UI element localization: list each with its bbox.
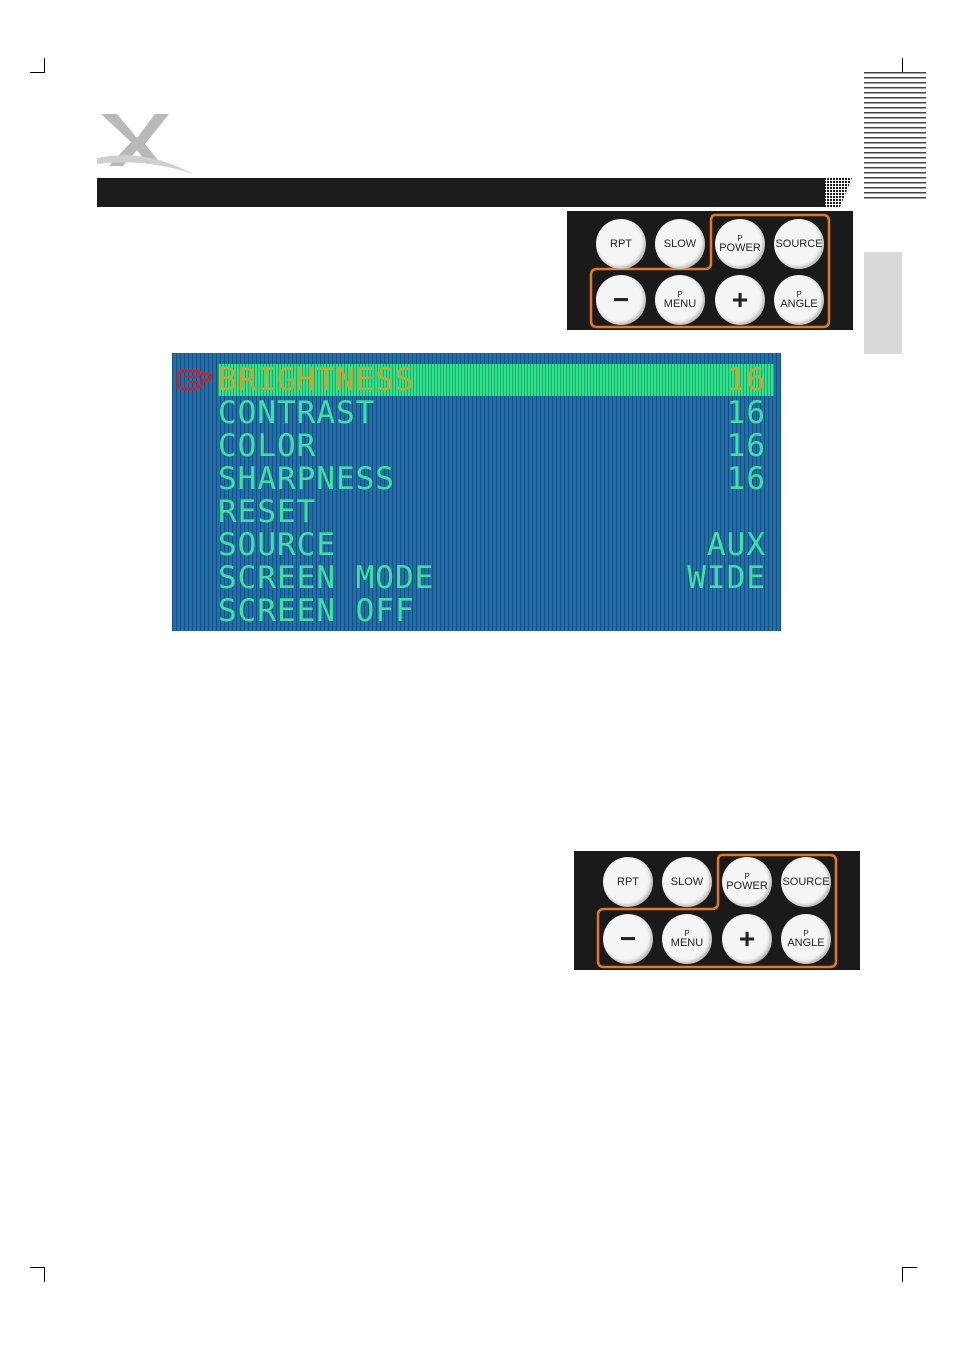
section-header-bar: [97, 178, 825, 207]
osd-menu-screen: BRIGHTNESS 16 CONTRAST 16 COLOR 16 SHARP…: [172, 353, 781, 631]
source-button[interactable]: SOURCE: [781, 857, 831, 907]
plus-button[interactable]: +: [722, 914, 772, 964]
osd-item-screen-off[interactable]: SCREEN OFF: [218, 595, 774, 627]
brand-logo: [95, 108, 195, 180]
plus-button[interactable]: +: [715, 275, 765, 325]
crop-mark-top-left: [30, 58, 45, 73]
minus-button[interactable]: −: [596, 275, 646, 325]
osd-item-screen-mode[interactable]: SCREEN MODE WIDE: [218, 562, 774, 594]
osd-item-sharpness[interactable]: SHARPNESS 16: [218, 463, 774, 495]
osd-item-reset[interactable]: RESET: [218, 496, 774, 528]
slow-button[interactable]: SLOW: [655, 219, 705, 269]
chapter-side-tab: [864, 252, 902, 354]
minus-button[interactable]: −: [603, 914, 653, 964]
slow-button[interactable]: SLOW: [662, 857, 712, 907]
osd-item-source[interactable]: SOURCE AUX: [218, 529, 774, 561]
osd-item-contrast[interactable]: CONTRAST 16: [218, 397, 774, 429]
rpt-button[interactable]: RPT: [596, 219, 646, 269]
page-edge-stripes: [864, 72, 926, 199]
rpt-button[interactable]: RPT: [603, 857, 653, 907]
osd-item-color[interactable]: COLOR 16: [218, 430, 774, 462]
header-dot-pattern: [818, 178, 852, 211]
crop-mark-bottom-right: [902, 1267, 917, 1282]
osd-item-brightness[interactable]: BRIGHTNESS 16: [218, 364, 774, 396]
hand-pointer-icon: [176, 365, 212, 397]
crop-mark-bottom-left: [30, 1267, 45, 1282]
crop-mark-top-right: [902, 58, 917, 73]
source-button[interactable]: SOURCE: [774, 219, 824, 269]
